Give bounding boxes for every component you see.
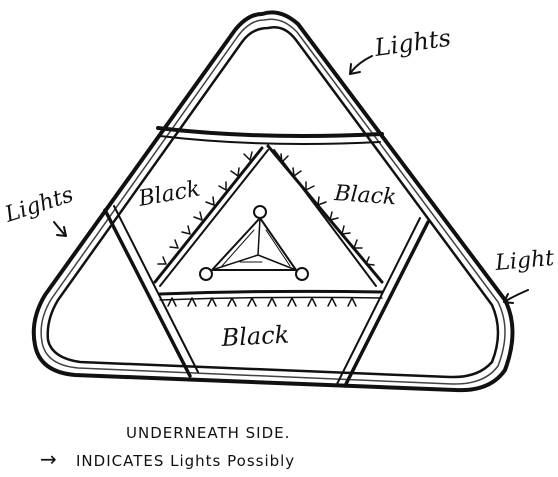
inner-triangle <box>155 146 382 286</box>
caption-arrow-icon: → <box>40 447 58 471</box>
center-figure <box>200 206 308 280</box>
arrow-lights-top <box>350 56 372 74</box>
arrow-lights-right <box>504 290 528 303</box>
left-divider <box>105 206 198 376</box>
label-black-left: Black <box>136 177 202 213</box>
tick-marks-left-edge <box>158 152 252 264</box>
label-black-bottom: Black <box>220 320 290 352</box>
label-lights-left: Lights <box>1 182 76 228</box>
top-crossbar <box>158 128 382 144</box>
tick-marks-right-edge <box>281 154 374 265</box>
caption-underneath-side: UNDERNEATH SIDE. <box>126 424 290 442</box>
arrow-lights-left <box>54 222 66 236</box>
caption-indicates-lights: INDICATES Lights Possibly <box>76 452 295 470</box>
label-lights-top: Lights <box>372 24 453 63</box>
label-lights-right: Light <box>493 246 555 276</box>
label-black-right: Black <box>333 181 398 210</box>
